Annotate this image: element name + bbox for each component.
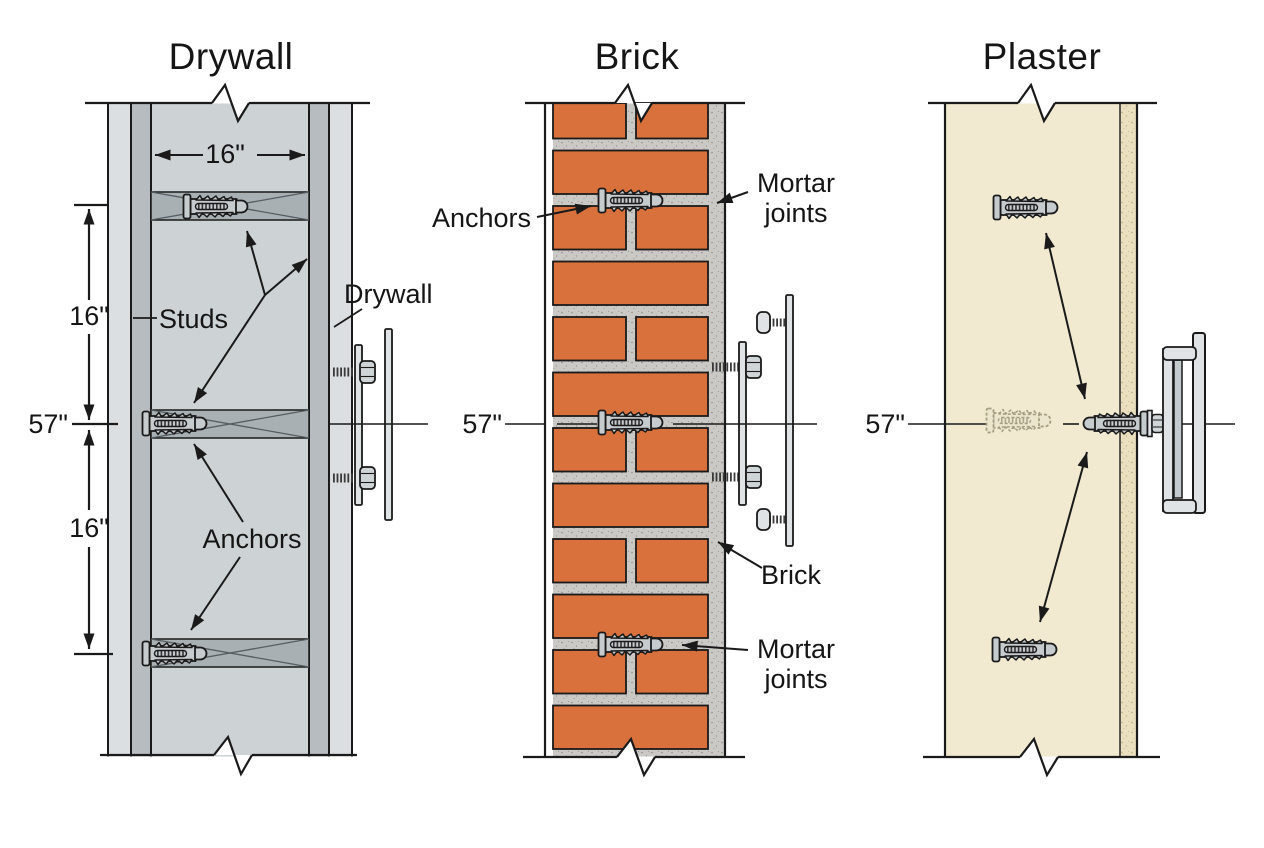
mortar-joints-top-label: Mortar joints xyxy=(756,168,835,229)
drywall-leader-line xyxy=(333,308,363,328)
bolt-nut-icon xyxy=(359,360,376,384)
anchor-leader-arrows xyxy=(190,230,308,631)
bolt-nut-icon xyxy=(745,465,762,489)
brick xyxy=(635,316,709,362)
brick xyxy=(552,649,627,695)
drywall-mount-height-label: 57" xyxy=(28,409,68,439)
break-mark xyxy=(213,734,253,777)
break-mark xyxy=(614,82,653,124)
cleat-bottom-arm xyxy=(1162,499,1197,514)
brick-mount-height-label: 57" xyxy=(462,409,502,439)
plaster-panel-title: Plaster xyxy=(982,36,1102,77)
brick-panel-graphic xyxy=(505,82,817,778)
vertical-dimension-chain xyxy=(72,203,118,656)
brick xyxy=(552,538,627,584)
brick xyxy=(635,427,709,473)
bolt-nut-icon xyxy=(359,466,376,490)
drywall-layer-label: Drywall xyxy=(344,279,433,309)
lower-spacing-dimension-label: 16" xyxy=(69,513,109,543)
bolt-head-icon xyxy=(1151,413,1164,434)
brick xyxy=(552,260,709,306)
brick xyxy=(552,427,627,473)
stud-spacing-dimension-label: 16" xyxy=(205,139,245,169)
break-mark xyxy=(616,736,656,778)
break-mark xyxy=(211,82,250,124)
anchor-position-arrows xyxy=(1038,232,1089,623)
stud-left xyxy=(131,103,151,757)
brick-panel-title: Brick xyxy=(594,36,680,77)
wall-boundaries xyxy=(523,82,745,778)
mount-plate xyxy=(785,294,794,547)
brick-label: Brick xyxy=(761,560,821,590)
brick xyxy=(552,593,709,639)
brick xyxy=(635,538,709,584)
break-mark xyxy=(1017,82,1056,124)
break-mark xyxy=(1019,736,1059,778)
plaster-mount-height-label: 57" xyxy=(865,409,905,439)
brick xyxy=(552,205,627,251)
brick xyxy=(635,649,709,695)
upper-spacing-dimension-label: 16" xyxy=(69,301,109,331)
stud-right xyxy=(309,103,329,757)
cleat-inner-bar xyxy=(1173,359,1183,499)
mortar-joints-bottom-label: Mortar joints xyxy=(756,634,835,695)
wall-cleat-bracket xyxy=(1162,332,1206,514)
wall-boundaries xyxy=(85,82,370,777)
drywall-panel-graphic xyxy=(72,82,428,777)
cleat-top-arm xyxy=(1162,346,1197,361)
screw-icon xyxy=(756,508,787,531)
drywall-panel-title: Drywall xyxy=(168,36,294,77)
brick xyxy=(552,316,627,362)
brick xyxy=(552,149,709,195)
bracket-plate xyxy=(354,344,363,506)
mount-bracket xyxy=(712,294,794,547)
plaster-panel-graphic xyxy=(908,82,1235,778)
brick xyxy=(552,102,627,140)
cleat-web xyxy=(1162,348,1174,512)
label-leader-arrows xyxy=(536,191,763,652)
screw-icon xyxy=(756,311,787,334)
brick-anchors-label: Anchors xyxy=(432,203,532,233)
drywall-sheet-left xyxy=(108,103,131,757)
brick xyxy=(552,482,709,528)
drywall-anchors-label: Anchors xyxy=(202,524,302,554)
studs-label: Studs xyxy=(159,304,229,334)
wall-boundaries xyxy=(923,82,1160,778)
drywall-sheet-right xyxy=(329,103,352,757)
brick-courses xyxy=(552,102,709,750)
brick xyxy=(635,205,709,251)
mount-plate xyxy=(1192,332,1206,514)
bolt-nut-icon xyxy=(745,355,762,379)
brick xyxy=(552,371,709,417)
